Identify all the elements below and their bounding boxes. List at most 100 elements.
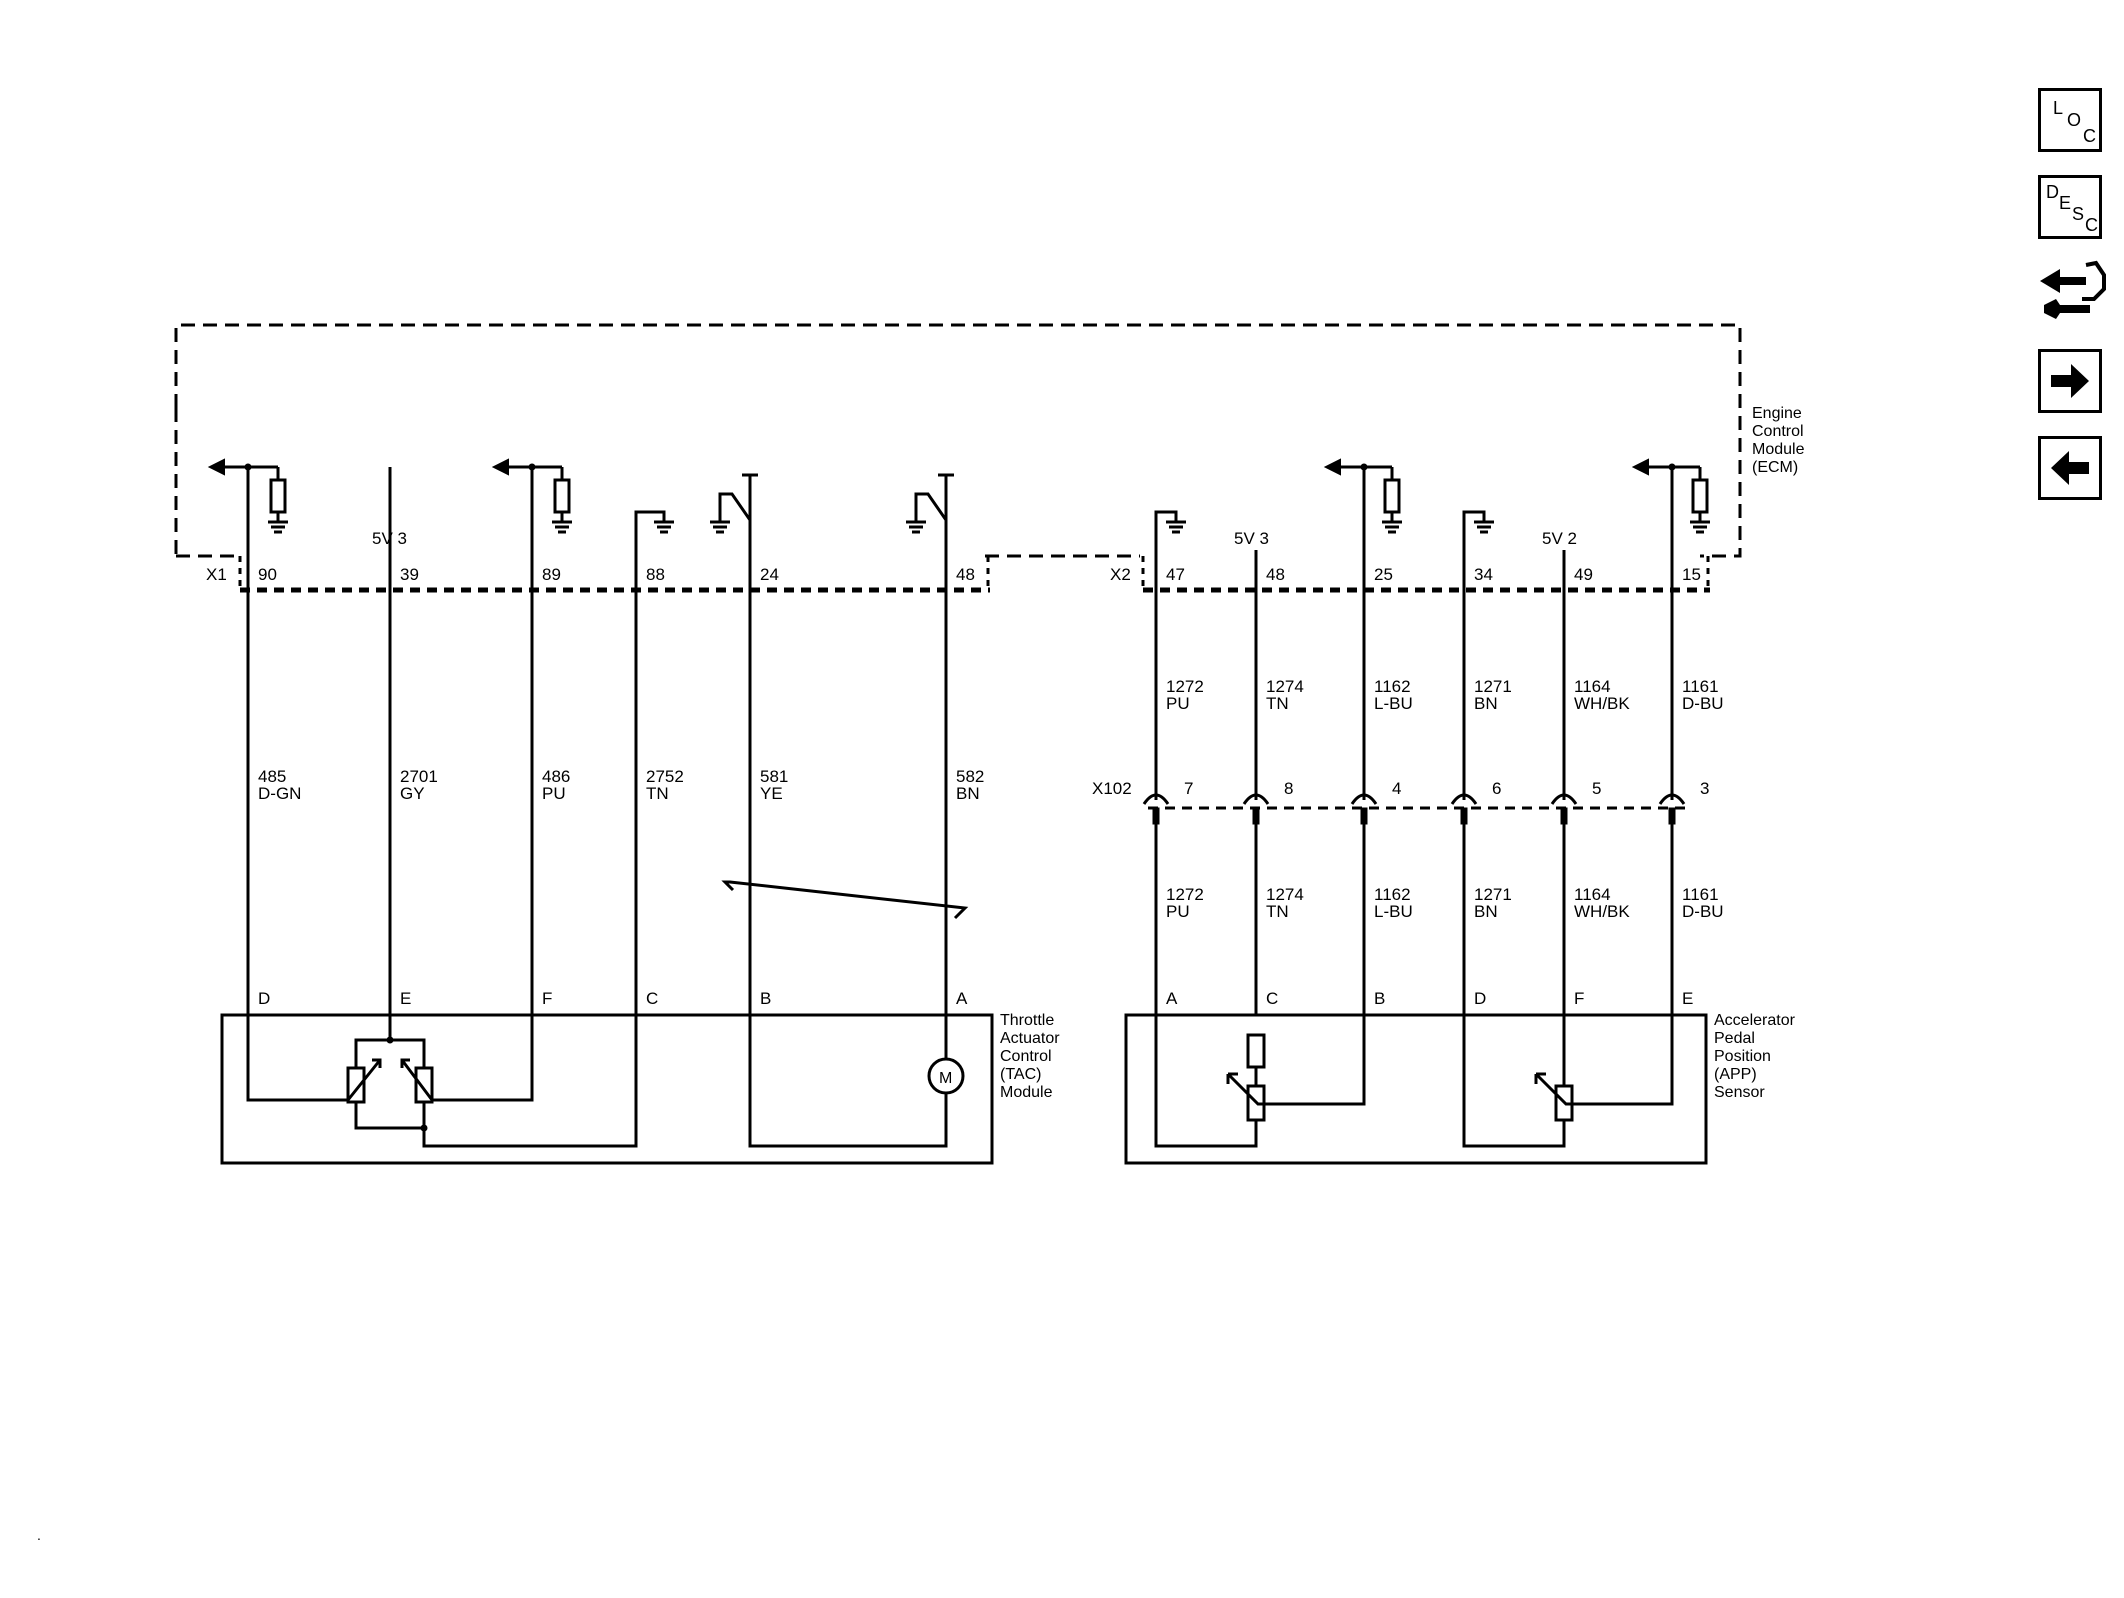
wire-color-top-1274: TN: [1266, 694, 1289, 713]
wire: [1154, 1015, 1258, 1148]
wire-color-486: PU: [542, 784, 566, 803]
circuit-number-2752: 2752: [646, 767, 684, 786]
circuit-number-top-1164: 1164: [1574, 677, 1611, 696]
description-button[interactable]: D E S C: [2038, 175, 2102, 239]
circuit-number-bottom-1161: 1161: [1682, 885, 1719, 904]
ecm-boundary: [174, 323, 1742, 558]
x2-pin-49: 49: [1574, 565, 1593, 584]
tac-label-line: (TAC): [1000, 1066, 1041, 1083]
x1-pin-90: 90: [258, 565, 277, 584]
x1-pin-89: 89: [542, 565, 561, 584]
wire-color-top-1161: D-BU: [1682, 694, 1724, 713]
tac-pin-F: F: [542, 989, 552, 1008]
connector-tool-button[interactable]: [2030, 255, 2110, 325]
twisted-pair-marker: [721, 880, 969, 920]
wire: [246, 1015, 352, 1102]
reference-5v3-right: 5V 3: [1234, 529, 1269, 548]
arrow-right-icon: [2051, 364, 2089, 398]
motor-symbol: [927, 1057, 965, 1095]
desc-letter-e: E: [2059, 193, 2072, 213]
wiper-arrow: [1226, 1072, 1238, 1084]
ground-symbol: [268, 520, 288, 534]
desc-letter-d: D: [2046, 182, 2059, 202]
ecm-label-line: Module: [1752, 441, 1805, 458]
signal-arrow: [491, 458, 509, 476]
variable-arrow: [346, 1058, 382, 1101]
app-label-line: Position: [1714, 1048, 1771, 1065]
ecm-label-line: (ECM): [1752, 459, 1798, 476]
signal-arrow: [1631, 458, 1649, 476]
signal-arrow: [1323, 458, 1341, 476]
circuit-number-top-1162: 1162: [1374, 677, 1411, 696]
wire-color-582: BN: [956, 784, 980, 803]
x102-male-terminal: [1668, 807, 1676, 825]
connector-tool-icon: [2040, 260, 2106, 319]
resistor: [553, 478, 571, 514]
circuit-number-top-1271: 1271: [1474, 677, 1512, 696]
wire-color-top-1164: WH/BK: [1574, 694, 1630, 713]
app-resistor: [1246, 1033, 1266, 1069]
x102-male-terminal: [1560, 807, 1568, 825]
x102-male-terminal: [1460, 807, 1468, 825]
circuit-number-top-1161: 1161: [1682, 677, 1719, 696]
circuit-number-top-1274: 1274: [1266, 677, 1304, 696]
wire-color-485: D-GN: [258, 784, 301, 803]
circuit-number-bottom-1271: 1271: [1474, 885, 1512, 904]
ecm-label-line: Control: [1752, 423, 1804, 440]
x102-female-terminal: [1142, 793, 1170, 805]
circuit-number-bottom-1164: 1164: [1574, 885, 1611, 904]
x102-female-terminal: [1242, 793, 1270, 805]
app-sensor-box: [1124, 1013, 1708, 1165]
ecm-label-line: Engine: [1752, 405, 1802, 422]
x102-female-terminal: [1350, 793, 1378, 805]
wire-color-top-1162: L-BU: [1374, 694, 1413, 713]
wiper-wire: [1226, 1015, 1366, 1106]
circuit-number-bottom-1272: 1272: [1166, 885, 1204, 904]
wire-color-581: YE: [760, 784, 783, 803]
circuit-number-486: 486: [542, 767, 570, 786]
app-pin-A: A: [1166, 989, 1178, 1008]
app-pin-D: D: [1474, 989, 1486, 1008]
variable-arrow: [400, 1058, 434, 1101]
reference-5v3-left: 5V 3: [372, 529, 407, 548]
app-label-line: Accelerator: [1714, 1012, 1796, 1029]
loc-letter-c: C: [2083, 126, 2096, 146]
wire-color-top-1272: PU: [1166, 694, 1190, 713]
tac-module-box: [220, 1013, 994, 1165]
app-pin-F: F: [1574, 989, 1584, 1008]
wire: [428, 1015, 534, 1102]
x102-pin-8: 8: [1284, 779, 1293, 798]
wire-color-2701: GY: [400, 784, 425, 803]
x1-pin-48: 48: [956, 565, 975, 584]
x2-pin-48: 48: [1266, 565, 1285, 584]
x2-pin-15: 15: [1682, 565, 1701, 584]
ground-symbol: [906, 520, 926, 534]
corner-dot: .: [37, 1527, 41, 1543]
wire-color-bottom-1274: TN: [1266, 902, 1289, 921]
circuit-number-582: 582: [956, 767, 984, 786]
location-button[interactable]: L O C: [2038, 88, 2102, 152]
circuit-number-bottom-1162: 1162: [1374, 885, 1411, 904]
tac-pin-B: B: [760, 989, 771, 1008]
junction-dot: [386, 1036, 394, 1044]
arrow-left-icon: [2051, 451, 2089, 485]
x1-pin-24: 24: [760, 565, 779, 584]
wire-color-top-1271: BN: [1474, 694, 1498, 713]
circuit-number-2701: 2701: [400, 767, 438, 786]
previous-page-button[interactable]: [2038, 436, 2102, 500]
wire: [748, 1015, 948, 1148]
ground-symbol: [1382, 520, 1402, 534]
tac-label-line: Throttle: [1000, 1012, 1054, 1029]
tac-pin-A: A: [956, 989, 968, 1008]
ground-symbol: [552, 520, 572, 534]
circuit-number-485: 485: [258, 767, 286, 786]
desc-letter-c: C: [2085, 215, 2098, 235]
tac-pin-E: E: [400, 989, 411, 1008]
app-pin-B: B: [1374, 989, 1385, 1008]
x2-connector-label: X2: [1110, 565, 1131, 584]
next-page-button[interactable]: [2038, 349, 2102, 413]
loc-letter-l: L: [2053, 98, 2064, 118]
